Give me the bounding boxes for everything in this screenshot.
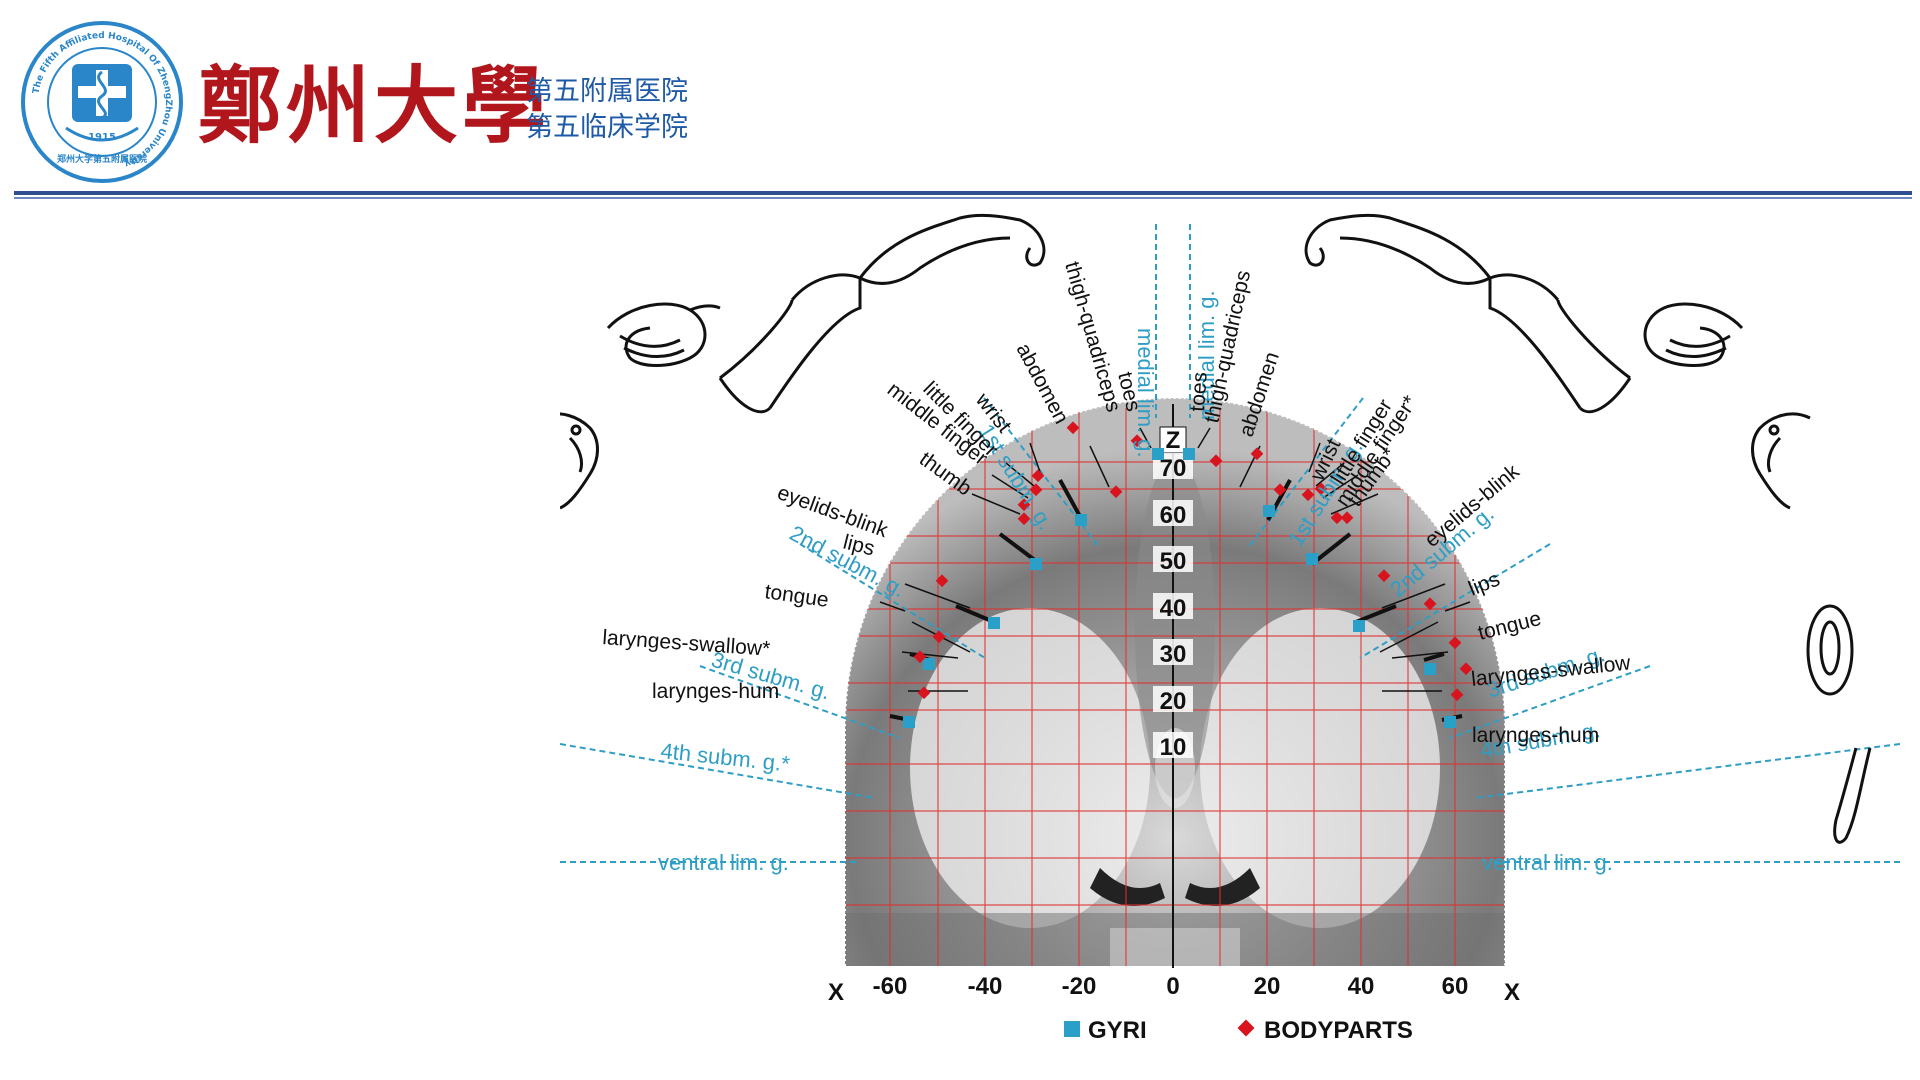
brain-coronal-section bbox=[845, 398, 1505, 966]
hand-icon bbox=[1643, 302, 1744, 367]
tongue-icon bbox=[1806, 604, 1854, 696]
x-tick-20: 20 bbox=[1254, 973, 1281, 1000]
subtitle-line-2: 第五临床学院 bbox=[526, 112, 688, 143]
legend-gyri-swatch bbox=[1064, 1021, 1080, 1037]
z-axis-label: Z bbox=[1166, 427, 1181, 454]
right-ventral-lim-label: ventral lim. g. bbox=[1482, 850, 1613, 875]
university-brand-title: 鄭州大學 bbox=[198, 56, 551, 155]
left-4th-subm-label: 4th subm. g.* bbox=[659, 738, 791, 776]
left-larynges-swallow-label: larynges-swallow* bbox=[602, 626, 771, 661]
y-tick-40: 40 bbox=[1160, 595, 1187, 622]
y-tick-50: 50 bbox=[1160, 548, 1187, 575]
x-tick-neg60: -60 bbox=[873, 973, 908, 1000]
legend-bodyparts-label: BODYPARTS bbox=[1264, 1017, 1413, 1044]
left-larynges-hum-label: larynges-hum bbox=[652, 680, 779, 703]
left-tongue-label: tongue bbox=[763, 580, 830, 612]
seal-text-bottom: 郑州大学第五附属医院 bbox=[57, 153, 147, 165]
y-tick-70: 70 bbox=[1160, 455, 1187, 482]
page-header: The Fifth Affiliated Hospital Of ZhengZh… bbox=[0, 0, 1920, 200]
gyri-boundary-lines bbox=[560, 224, 1900, 863]
face-icon bbox=[560, 412, 599, 510]
x-tick-40: 40 bbox=[1348, 973, 1375, 1000]
hand-icon bbox=[606, 302, 721, 367]
x-tick-0: 0 bbox=[1166, 973, 1179, 1000]
left-ventral-lim-label: ventral lim. g. bbox=[658, 850, 789, 875]
header-divider-thin bbox=[14, 197, 1912, 199]
x-tick-labels: -60 -40 -20 0 20 40 60 bbox=[873, 973, 1469, 1000]
legend: GYRI BODYPARTS bbox=[1064, 1017, 1413, 1044]
coordinate-grid bbox=[845, 408, 1505, 966]
header-divider bbox=[14, 191, 1912, 195]
right-tongue-label: tongue bbox=[1476, 607, 1544, 645]
x-axis-right-label: X bbox=[1504, 979, 1520, 1006]
larynx-icon bbox=[1833, 747, 1872, 844]
x-tick-60: 60 bbox=[1442, 973, 1469, 1000]
leg-icon bbox=[1488, 273, 1632, 414]
hospital-seal-icon: The Fifth Affiliated Hospital Of ZhengZh… bbox=[20, 20, 184, 184]
x-tick-neg20: -20 bbox=[1062, 973, 1097, 1000]
left-abdomen-label: abdomen bbox=[1012, 340, 1073, 428]
gyri-markers bbox=[903, 448, 1456, 728]
y-tick-30: 30 bbox=[1160, 641, 1187, 668]
left-thigh-label: thigh-quadriceps bbox=[1060, 259, 1125, 415]
x-tick-neg40: -40 bbox=[968, 973, 1003, 1000]
y-tick-10: 10 bbox=[1160, 734, 1187, 761]
right-toes-label: toes bbox=[1186, 371, 1212, 412]
right-medial-lim-label: medial lim. g. bbox=[1194, 290, 1219, 420]
y-tick-20: 20 bbox=[1160, 688, 1187, 715]
leader-lines bbox=[879, 427, 1471, 692]
foot-icon bbox=[858, 213, 1046, 285]
homunculus-sketch-left bbox=[560, 213, 1046, 510]
foot-icon bbox=[1304, 213, 1492, 285]
y-tick-60: 60 bbox=[1160, 502, 1187, 529]
seal-year: 1915 bbox=[88, 132, 116, 143]
homunculus-diagram: Z 70 60 50 40 30 20 10 -60 -40 -20 0 20 … bbox=[560, 213, 1900, 1044]
left-medial-lim-label: medial lim. g. bbox=[1133, 328, 1158, 458]
legend-gyri-label: GYRI bbox=[1088, 1017, 1147, 1044]
right-lips-label: lips bbox=[1465, 568, 1503, 601]
right-larynges-hum-label: larynges-hum bbox=[1472, 724, 1599, 747]
homunculus-figure: Z 70 60 50 40 30 20 10 -60 -40 -20 0 20 … bbox=[560, 208, 1900, 1060]
leg-icon bbox=[718, 273, 862, 414]
subtitle-line-1: 第五附属医院 bbox=[526, 76, 688, 107]
legend-bodyparts-swatch bbox=[1237, 1019, 1255, 1037]
face-icon bbox=[1751, 412, 1811, 510]
homunculus-sketch-right bbox=[1304, 213, 1872, 844]
hospital-subtitle: 第五附属医院 第五临床学院 bbox=[526, 74, 688, 146]
x-axis-left-label: X bbox=[828, 979, 844, 1006]
